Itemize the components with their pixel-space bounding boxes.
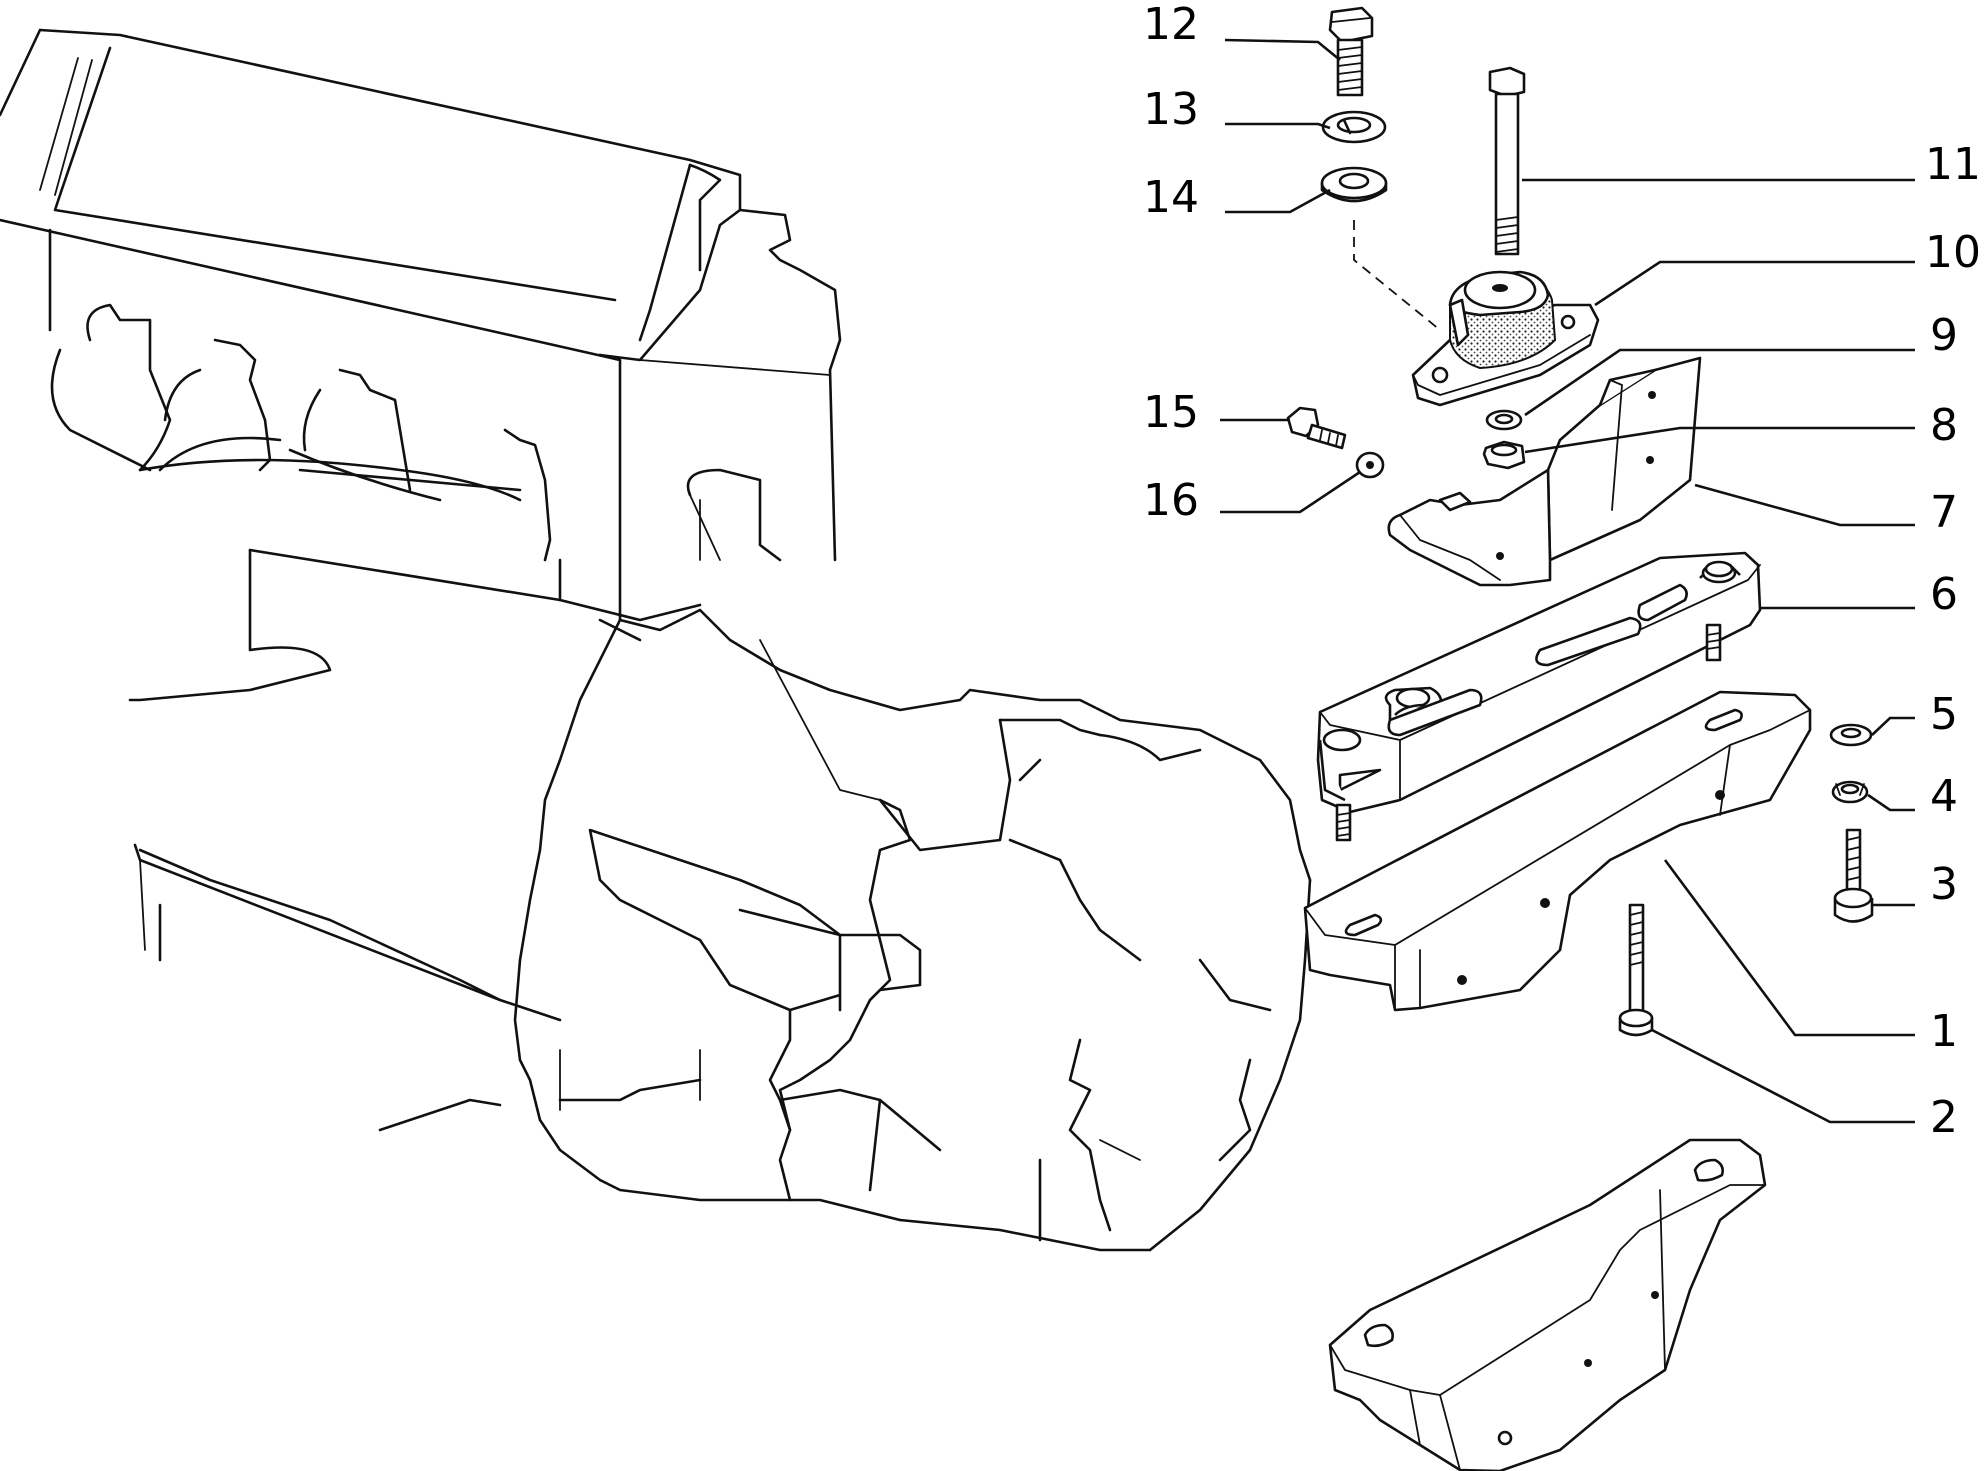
part-6-plate: [1316, 551, 1762, 842]
callout-11: 11: [1925, 139, 1981, 190]
part-8-nut: [1482, 440, 1526, 470]
callout-14: 14: [1143, 172, 1199, 223]
callout-16: 16: [1143, 475, 1199, 526]
part-7-bracket: [1387, 356, 1702, 587]
callout-1: 1: [1930, 1006, 1958, 1057]
callout-3: 3: [1930, 859, 1958, 910]
part-12-bolt: [1328, 6, 1374, 97]
leader-lines: [1220, 38, 1915, 1124]
part-2-bolt: [1618, 903, 1654, 1037]
part-14-flat-washer: [1320, 166, 1388, 203]
callout-7: 7: [1930, 487, 1958, 538]
callout-8: 8: [1930, 400, 1958, 451]
callout-labels: 1 2 3 4 5 6 7 8 9 10 11 12 13 14 15 16: [1143, 0, 1981, 1143]
part-10-rubber-mount: [1411, 270, 1600, 407]
callout-4: 4: [1930, 771, 1958, 822]
callout-6: 6: [1930, 569, 1958, 620]
part-13-spring-washer: [1321, 110, 1387, 144]
callout-12: 12: [1143, 0, 1199, 50]
callout-13: 13: [1143, 84, 1199, 135]
part-5-washer: [1829, 723, 1873, 747]
part-16-washer: [1355, 451, 1385, 479]
callout-9: 9: [1930, 310, 1958, 361]
part-4-lock-nut: [1831, 780, 1869, 804]
callout-2: 2: [1930, 1092, 1958, 1143]
engine-block-outline: [0, 28, 842, 1132]
part-3-bolt: [1833, 828, 1874, 923]
part-1-crossmember: [1303, 690, 1812, 1012]
part-11-long-bolt: [1488, 66, 1526, 256]
callout-15: 15: [1143, 387, 1199, 438]
gearbox-outline: [513, 608, 1312, 1252]
callout-5: 5: [1930, 689, 1958, 740]
assembly-line-14-to-10: [1353, 220, 1441, 331]
part-15-bolt: [1286, 406, 1347, 450]
lower-bracket: [1328, 1138, 1767, 1471]
part-9-washer: [1485, 409, 1523, 431]
callout-10: 10: [1925, 227, 1981, 278]
